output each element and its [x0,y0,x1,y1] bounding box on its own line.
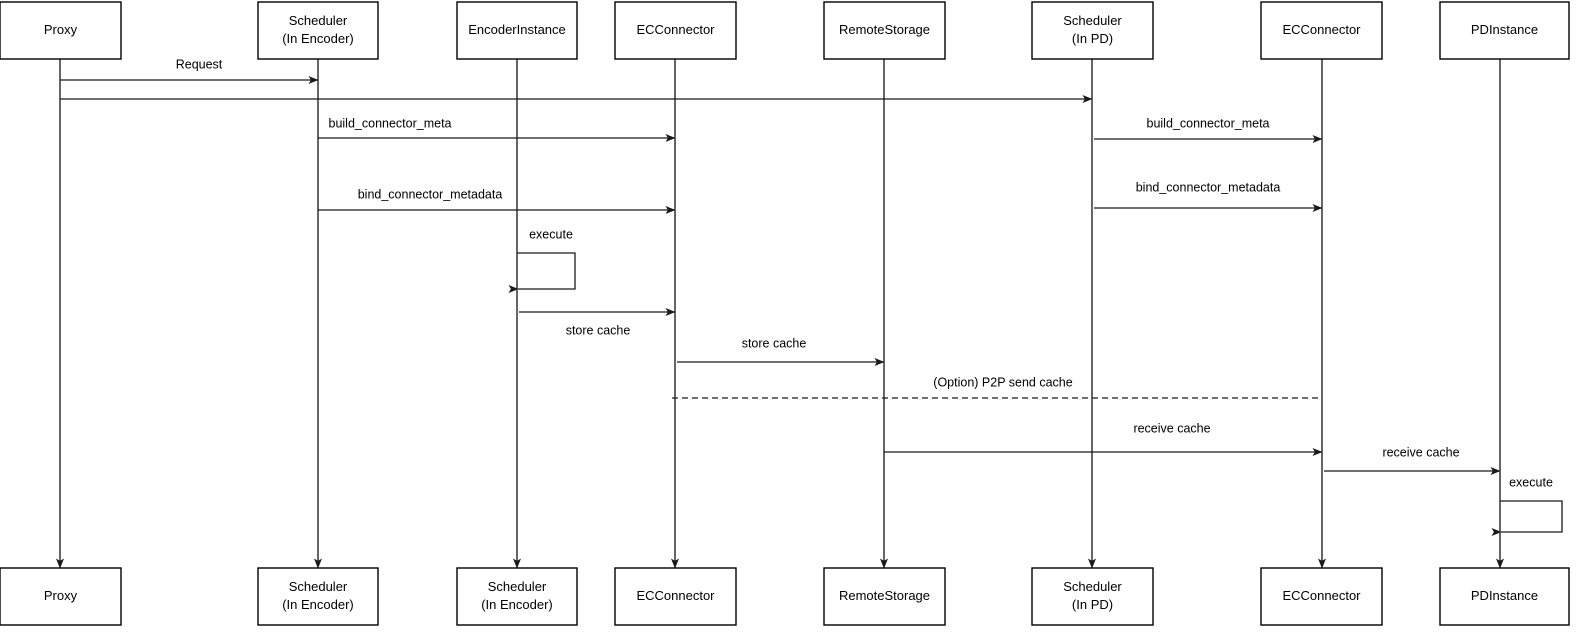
participant-label-encoder_inst: EncoderInstance [468,22,566,37]
participant-label-sched_pd: (In PD) [1072,597,1113,612]
self-message-label: execute [1509,475,1553,489]
message-m4[interactable]: build_connector_meta [1094,116,1323,143]
participant-label-ecc_right: ECConnector [1282,588,1361,603]
participant-box-remote-top[interactable]: RemoteStorage [823,1,946,60]
participant-box-proxy-bottom[interactable]: Proxy [0,567,122,626]
self-messages-layer: execute execute [508,227,1563,536]
message-label: Request [176,57,223,71]
participant-label-encoder_inst: Scheduler [488,579,547,594]
participant-box-sched_enc-top[interactable]: Scheduler (In Encoder) [257,1,379,60]
participant-label-sched_enc: Scheduler [289,579,348,594]
top-participant-boxes: Proxy Scheduler (In Encoder) EncoderInstanc… [0,1,1570,60]
self-message-path [1491,500,1563,536]
participant-label-ecc_left: ECConnector [636,588,715,603]
participant-box-sched_enc-bottom[interactable]: Scheduler (In Encoder) [257,567,379,626]
participant-label-remote: RemoteStorage [839,588,930,603]
message-label: receive cache [1133,421,1210,435]
participant-label-sched_pd: Scheduler [1063,579,1122,594]
participant-label-ecc_right: ECConnector [1282,22,1361,37]
participant-box-sched_pd-top[interactable]: Scheduler (In PD) [1031,1,1154,60]
message-label: (Option) P2P send cache [933,375,1072,389]
message-m3[interactable]: build_connector_meta [318,116,676,142]
participant-label-sched_pd: Scheduler [1063,13,1122,28]
participant-box-ecc_right-bottom[interactable]: ECConnector [1260,567,1383,626]
participant-label-proxy: Proxy [44,588,78,603]
participant-box-ecc_right-top[interactable]: ECConnector [1260,1,1383,60]
participant-label-sched_enc: (In Encoder) [282,597,354,612]
participant-label-sched_pd: (In PD) [1072,31,1113,46]
messages-layer: Request build_connector_meta build_connect… [60,57,1501,475]
self-message-path [508,252,576,293]
message-label: bind_connector_metadata [1136,180,1281,194]
self-message-s2[interactable]: execute [1491,475,1563,536]
message-m10[interactable]: receive cache [884,421,1323,456]
participant-label-pd_inst: PDInstance [1471,22,1538,37]
participant-box-remote-bottom[interactable]: RemoteStorage [823,567,946,626]
participant-label-proxy: Proxy [44,22,78,37]
message-m8[interactable]: store cache [677,336,885,366]
participant-label-pd_inst: PDInstance [1471,588,1538,603]
message-label: build_connector_meta [1147,116,1270,130]
participant-label-ecc_left: ECConnector [636,22,715,37]
message-label: build_connector_meta [329,116,452,130]
participant-box-proxy-top[interactable]: Proxy [0,1,122,60]
participant-label-sched_enc: Scheduler [289,13,348,28]
self-message-s1[interactable]: execute [508,227,576,293]
participant-label-remote: RemoteStorage [839,22,930,37]
message-label: receive cache [1382,445,1459,459]
lifelines-layer [56,59,1504,569]
message-label: store cache [742,336,807,350]
message-m5[interactable]: bind_connector_metadata [318,187,676,214]
self-message-label: execute [529,227,573,241]
message-m1[interactable]: Request [60,57,319,84]
message-label: store cache [566,323,631,337]
participant-box-encoder_inst-top[interactable]: EncoderInstance [456,1,578,60]
message-m9[interactable]: (Option) P2P send cache [672,375,1322,399]
participant-box-ecc_left-top[interactable]: ECConnector [614,1,737,60]
participant-box-encoder_inst-bottom[interactable]: Scheduler (In Encoder) [456,567,578,626]
participant-label-sched_enc: (In Encoder) [282,31,354,46]
participant-label-encoder_inst: (In Encoder) [481,597,553,612]
message-m6[interactable]: bind_connector_metadata [1094,180,1323,212]
participant-box-pd_inst-bottom[interactable]: PDInstance [1439,567,1570,626]
message-m7[interactable]: store cache [519,308,676,337]
participant-box-sched_pd-bottom[interactable]: Scheduler (In PD) [1031,567,1154,626]
participant-box-ecc_left-bottom[interactable]: ECConnector [614,567,737,626]
message-m11[interactable]: receive cache [1324,445,1501,475]
bottom-participant-boxes: Proxy Scheduler (In Encoder) Scheduler (In E… [0,567,1570,626]
participant-box-pd_inst-top[interactable]: PDInstance [1439,1,1570,60]
message-label: bind_connector_metadata [358,187,503,201]
